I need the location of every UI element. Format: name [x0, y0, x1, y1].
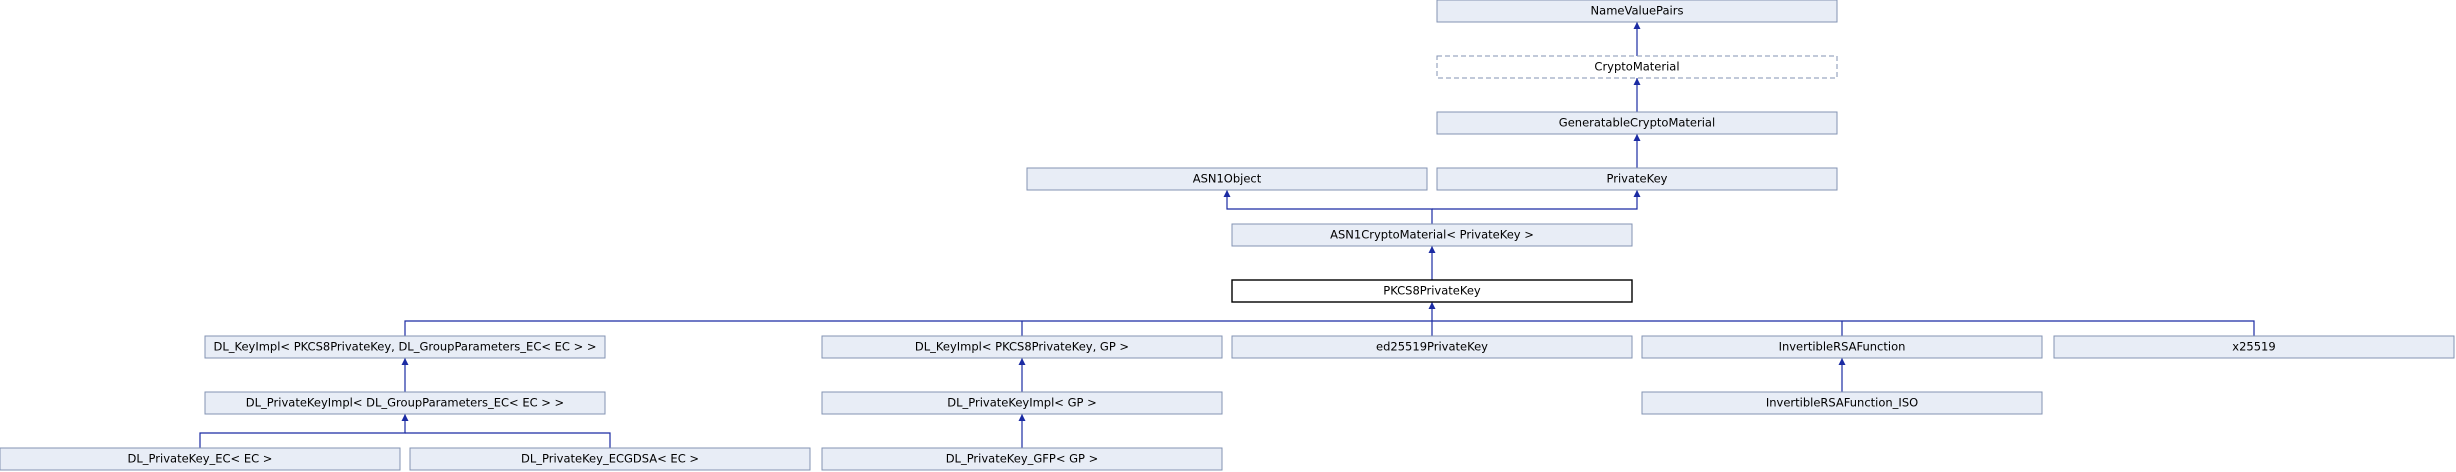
- node-label: ASN1CryptoMaterial< PrivateKey >: [1330, 228, 1534, 242]
- node-dl-privatekey-gfp[interactable]: DL_PrivateKey_GFP< GP >: [821, 447, 1223, 471]
- inheritance-edges: [199, 22, 2255, 448]
- node-label: PrivateKey: [1607, 172, 1668, 186]
- node-dl-keyimpl-gp[interactable]: DL_KeyImpl< PKCS8PrivateKey, GP >: [821, 335, 1223, 359]
- node-generatablecryptomaterial[interactable]: GeneratableCryptoMaterial: [1436, 111, 1838, 135]
- edge-dl-privatekey-ecgdsa-impl: [405, 432, 611, 448]
- node-label: GeneratableCryptoMaterial: [1559, 116, 1715, 130]
- node-label: x25519: [2232, 340, 2275, 354]
- node-label: DL_PrivateKey_ECGDSA< EC >: [521, 452, 699, 466]
- node-label: DL_PrivateKeyImpl< GP >: [947, 396, 1096, 410]
- node-label: DL_PrivateKeyImpl< DL_GroupParameters_EC…: [246, 396, 564, 410]
- node-dl-privatekey-ec[interactable]: DL_PrivateKey_EC< EC >: [0, 447, 401, 471]
- node-dl-privatekeyimpl-gp[interactable]: DL_PrivateKeyImpl< GP >: [821, 391, 1223, 415]
- node-label: ed25519PrivateKey: [1376, 340, 1488, 354]
- node-dl-privatekeyimpl-ec[interactable]: DL_PrivateKeyImpl< DL_GroupParameters_EC…: [204, 391, 606, 415]
- node-label: DL_KeyImpl< PKCS8PrivateKey, DL_GroupPar…: [213, 340, 596, 354]
- node-invertiblersafunction[interactable]: InvertibleRSAFunction: [1641, 335, 2043, 359]
- node-cryptomaterial[interactable]: CryptoMaterial: [1436, 55, 1838, 79]
- node-ed25519privatekey[interactable]: ed25519PrivateKey: [1231, 335, 1633, 359]
- node-dl-keyimpl-ec[interactable]: DL_KeyImpl< PKCS8PrivateKey, DL_GroupPar…: [204, 335, 606, 359]
- node-invertiblersafunction-iso[interactable]: InvertibleRSAFunction_ISO: [1641, 391, 2043, 415]
- edge-dl-privatekey-ec-impl: [199, 414, 409, 448]
- node-label: CryptoMaterial: [1594, 60, 1679, 74]
- edge-asn1cryptomaterial-privatekey: [1432, 190, 1641, 210]
- node-label: DL_PrivateKey_GFP< GP >: [946, 452, 1099, 466]
- node-label: NameValuePairs: [1591, 4, 1684, 18]
- node-asn1cryptomaterial[interactable]: ASN1CryptoMaterial< PrivateKey >: [1231, 223, 1633, 247]
- edge-asn1cryptomaterial-asn1object: [1223, 190, 1433, 224]
- node-pkcs8privatekey[interactable]: PKCS8PrivateKey: [1231, 279, 1633, 303]
- node-privatekey[interactable]: PrivateKey: [1436, 167, 1838, 191]
- node-label: DL_PrivateKey_EC< EC >: [128, 452, 273, 466]
- edge-derived-pkcs8: [404, 320, 2255, 336]
- node-asn1object[interactable]: ASN1Object: [1026, 167, 1428, 191]
- node-namevaluepairs[interactable]: NameValuePairs: [1436, 0, 1838, 23]
- node-label: InvertibleRSAFunction: [1779, 340, 1906, 354]
- node-label: PKCS8PrivateKey: [1383, 284, 1481, 298]
- node-x25519[interactable]: x25519: [2053, 335, 2455, 359]
- node-label: InvertibleRSAFunction_ISO: [1766, 396, 1918, 410]
- node-label: DL_KeyImpl< PKCS8PrivateKey, GP >: [915, 340, 1129, 354]
- node-dl-privatekey-ecgdsa[interactable]: DL_PrivateKey_ECGDSA< EC >: [409, 447, 811, 471]
- node-label: ASN1Object: [1193, 172, 1262, 186]
